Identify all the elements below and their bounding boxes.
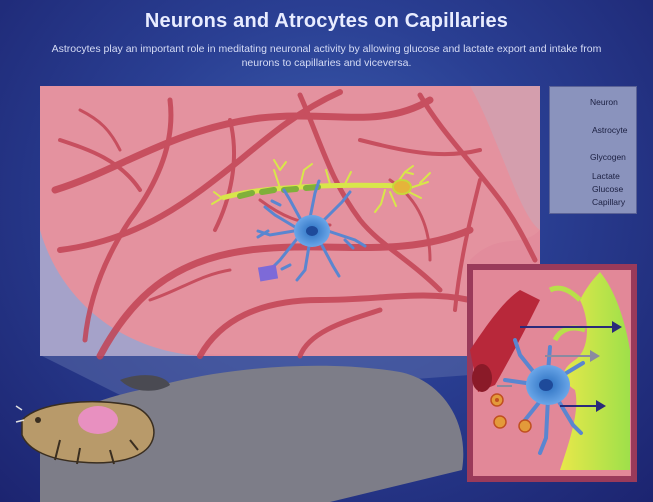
page-subtitle: Astrocytes play an important role in med… bbox=[51, 43, 602, 69]
legend-label-lactate: Lactate bbox=[592, 171, 620, 181]
page-title: Neurons and Atrocytes on Capillaries bbox=[144, 10, 509, 32]
capillary-network bbox=[51, 89, 538, 360]
tissue-panel bbox=[40, 86, 540, 356]
neuron-cell bbox=[256, 179, 367, 282]
legend-label-glycogen: Glycogen bbox=[590, 152, 626, 162]
astrocyte-chain bbox=[211, 159, 431, 213]
legend-label-glucose: Glucose bbox=[592, 184, 624, 194]
mouse-illustration bbox=[15, 401, 155, 465]
legend-label-astrocyte: Astrocyte bbox=[592, 125, 628, 135]
inset-capillary bbox=[470, 290, 540, 392]
detail-inset bbox=[467, 264, 637, 482]
legend: Neuron Astrocyte Glycogen Lactate Glucos… bbox=[549, 86, 637, 214]
inset-arrows bbox=[497, 321, 622, 412]
inset-glycogen bbox=[490, 393, 532, 433]
legend-label-neuron: Neuron bbox=[590, 97, 618, 107]
inset-neuron bbox=[503, 338, 585, 455]
legend-label-capillary: Capillary bbox=[592, 197, 626, 207]
perspective-funnel bbox=[40, 355, 470, 502]
